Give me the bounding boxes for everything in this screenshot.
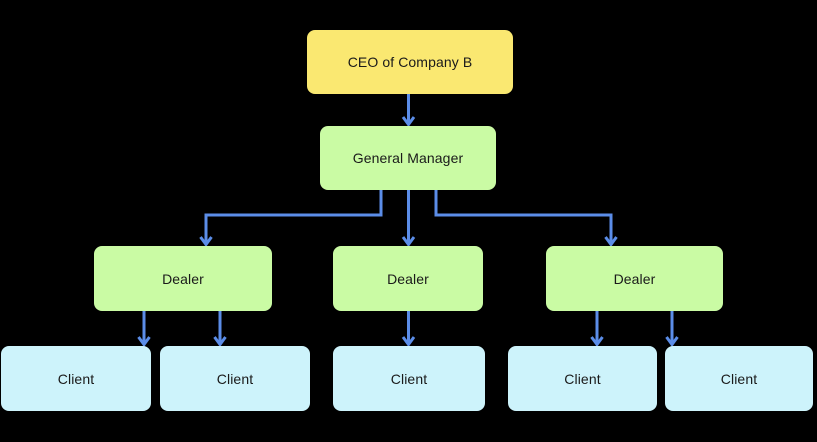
node-dealer-2-label: Dealer <box>387 270 429 287</box>
node-client-5: Client <box>665 346 813 411</box>
node-client-4: Client <box>508 346 657 411</box>
node-dealer-2: Dealer <box>333 246 483 311</box>
node-ceo-label: CEO of Company B <box>347 54 473 70</box>
node-dealer-3: Dealer <box>546 246 723 311</box>
node-client-3: Client <box>333 346 485 411</box>
node-dealer-1-label: Dealer <box>162 270 204 287</box>
node-dealer-1: Dealer <box>94 246 272 311</box>
edge-dealer3-client4 <box>590 311 604 348</box>
edge-gm-dealer3 <box>434 190 618 248</box>
node-client-1-label: Client <box>57 370 95 387</box>
node-client-4-label: Client <box>564 370 601 387</box>
node-client-1: Client <box>1 346 151 411</box>
edge-gm-dealer1 <box>199 190 383 248</box>
node-client-2-label: Client <box>216 370 254 387</box>
node-client-5-label: Client <box>720 370 758 387</box>
edge-gm-dealer2 <box>401 190 416 248</box>
node-dealer-3-label: Dealer <box>613 270 656 287</box>
node-general-manager-label: General Manager <box>352 150 464 166</box>
edge-dealer1-client2 <box>213 311 227 348</box>
edge-dealer1-client1 <box>137 311 151 348</box>
node-ceo: CEO of Company B <box>307 30 513 94</box>
edge-dealer3-client5 <box>665 311 679 348</box>
edge-ceo-gm <box>401 94 416 128</box>
node-general-manager: General Manager <box>320 126 496 190</box>
edge-dealer2-client3 <box>401 311 416 348</box>
node-client-2: Client <box>160 346 310 411</box>
node-client-3-label: Client <box>390 370 428 387</box>
